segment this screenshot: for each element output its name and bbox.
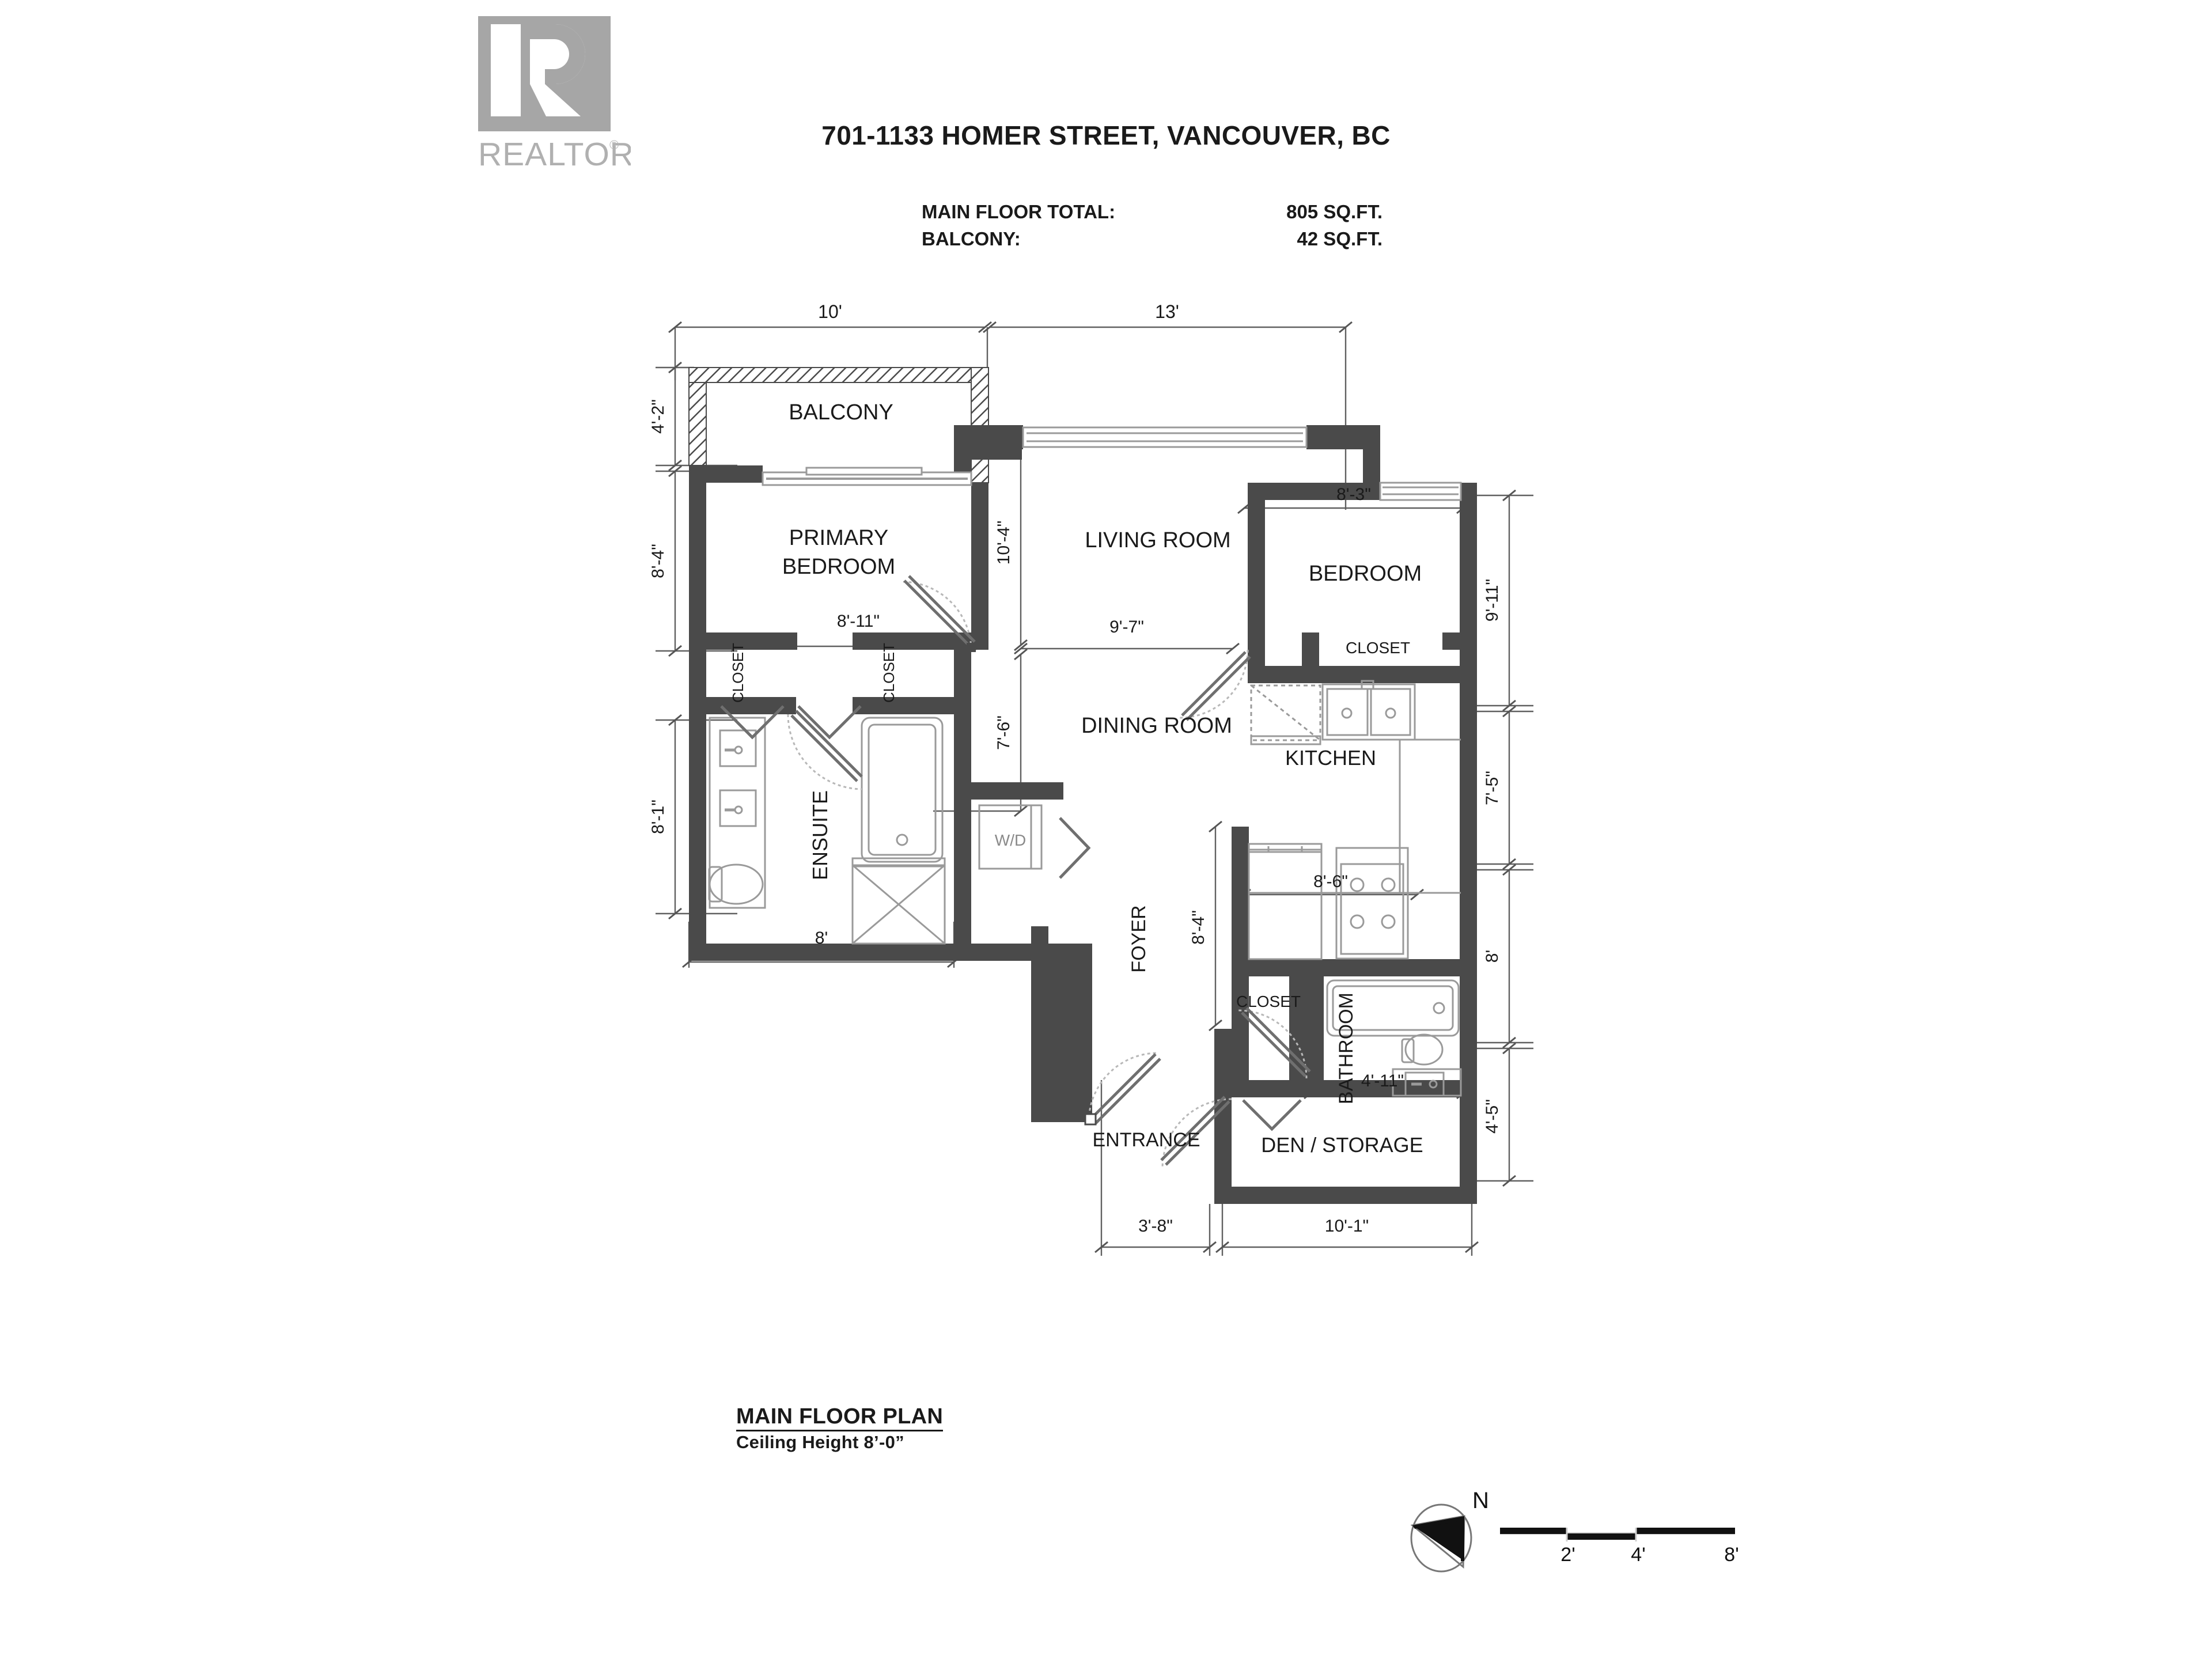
dimension-labels: 10' 13' 4'-2" 8'-4" 8'-1" 8'-11" 10'-4" …	[649, 301, 1502, 1236]
dim-left-ensuite: 8'-1"	[649, 800, 668, 834]
fridge-icon	[1250, 684, 1321, 741]
realtor-registered-mark: ®	[609, 138, 619, 152]
dim-foyer-width: 3'-8"	[1138, 1217, 1173, 1236]
area-row-balcony: BALCONY: 42 SQ.FT.	[922, 226, 1382, 253]
realtor-logo: REALTOR ®	[478, 16, 639, 183]
room-label-ensuite: ENSUITE	[808, 790, 832, 880]
room-label-bedroom: BEDROOM	[1309, 562, 1422, 586]
plan-caption-title: MAIN FLOOR PLAN	[736, 1405, 944, 1431]
area-value-balcony: 42 SQ.FT.	[1297, 228, 1382, 249]
room-label-primary-bedroom-line1: PRIMARY	[789, 526, 888, 550]
washer-dryer-label: W/D	[995, 831, 1026, 849]
room-label-dining-room: DINING ROOM	[1081, 714, 1232, 738]
bathtub-icon	[1326, 979, 1460, 1037]
shower-icon	[851, 864, 946, 945]
page-title: 701-1133 HOMER STREET, VANCOUVER, BC	[821, 120, 1391, 150]
room-label-closet-2: CLOSET	[880, 643, 897, 703]
dim-kitchen-width: 8'-6"	[1313, 872, 1348, 891]
compass-north-label: N	[1472, 1488, 1489, 1513]
scale-tick-8ft: 8'	[1724, 1544, 1738, 1566]
dim-bathroom-width: 4'-11"	[1361, 1071, 1404, 1090]
kitchen-sink-icon	[1321, 683, 1416, 741]
area-value-main-floor: 805 SQ.FT.	[1286, 201, 1382, 222]
room-label-primary-bedroom-line2: BEDROOM	[782, 555, 895, 579]
dim-bedroom-height: 9'-11"	[1483, 579, 1502, 622]
sink-icon	[719, 789, 757, 827]
dim-den-width: 10'-1"	[1325, 1217, 1369, 1236]
area-summary: MAIN FLOOR TOTAL: 805 SQ.FT. BALCONY: 42…	[922, 199, 1382, 253]
doors	[720, 575, 1311, 1169]
dim-primary-width: 8'-11"	[837, 612, 880, 631]
windows	[762, 426, 1462, 501]
sink-icon	[719, 729, 757, 767]
room-label-closet-1: CLOSET	[729, 643, 747, 703]
floor-plan-drawing: BALCONY PRIMARY BEDROOM LIVING ROOM BEDR…	[649, 301, 1533, 1256]
compass-rose-icon: N	[1410, 1488, 1489, 1573]
dim-ensuite-width: 8'	[815, 929, 828, 948]
dim-top-left: 10'	[818, 301, 842, 322]
dim-bedroom-width: 8'-3"	[1336, 485, 1371, 504]
dim-left-primary: 8'-4"	[649, 544, 668, 578]
room-label-den-storage: DEN / STORAGE	[1261, 1133, 1423, 1157]
dim-foyer-height: 8'-4"	[1189, 910, 1208, 945]
stove-icon	[1335, 847, 1409, 960]
realtor-wordmark-text: REALTOR	[478, 136, 631, 173]
dim-den-height: 4'-5"	[1483, 1099, 1502, 1134]
fixtures	[708, 680, 1462, 1097]
plan-caption-subtitle: Ceiling Height 8’-0”	[736, 1431, 904, 1452]
bathtub-icon	[861, 717, 944, 863]
dim-living-width: 9'-7"	[1109, 618, 1144, 637]
room-label-living-room: LIVING ROOM	[1085, 528, 1230, 552]
scale-tick-4ft: 4'	[1631, 1544, 1645, 1566]
realtor-wordmark: REALTOR ®	[478, 136, 631, 173]
toilet-icon	[1404, 1033, 1444, 1066]
area-label-balcony: BALCONY:	[922, 228, 1021, 249]
dim-dining-height: 7'-6"	[994, 715, 1013, 750]
room-label-balcony: BALCONY	[789, 400, 893, 425]
dim-living-height: 10'-4"	[994, 521, 1013, 565]
room-label-entrance: ENTRANCE	[1092, 1129, 1200, 1151]
area-label-main-floor: MAIN FLOOR TOTAL:	[922, 201, 1116, 222]
realtor-r-icon	[478, 16, 611, 131]
washer-dryer-icon	[978, 804, 1043, 870]
sink-icon	[1404, 1071, 1445, 1097]
dim-top-right: 13'	[1155, 301, 1179, 322]
plan-caption: MAIN FLOOR PLAN Ceiling Height 8’-0”	[736, 1405, 944, 1452]
room-label-kitchen: KITCHEN	[1285, 746, 1376, 770]
dim-left-balcony: 4'-2"	[649, 399, 668, 434]
room-label-foyer: FOYER	[1128, 905, 1150, 972]
toilet-icon	[709, 863, 764, 905]
room-label-closet-4: CLOSET	[1236, 993, 1301, 1010]
dishwasher-icon	[1248, 849, 1323, 960]
room-labels: BALCONY PRIMARY BEDROOM LIVING ROOM BEDR…	[729, 400, 1423, 1157]
dim-bathroom-height: 8'	[1483, 950, 1502, 963]
dim-kitchen-height: 7'-5"	[1483, 771, 1502, 805]
structural-walls	[689, 425, 1477, 1204]
area-row-main-floor: MAIN FLOOR TOTAL: 805 SQ.FT.	[922, 199, 1382, 226]
room-label-closet-3: CLOSET	[1346, 639, 1410, 657]
scale-tick-2ft: 2'	[1560, 1544, 1575, 1566]
room-label-bathroom: BATHROOM	[1335, 993, 1357, 1104]
scale-bar: 2' 4' 8'	[1500, 1528, 1739, 1566]
